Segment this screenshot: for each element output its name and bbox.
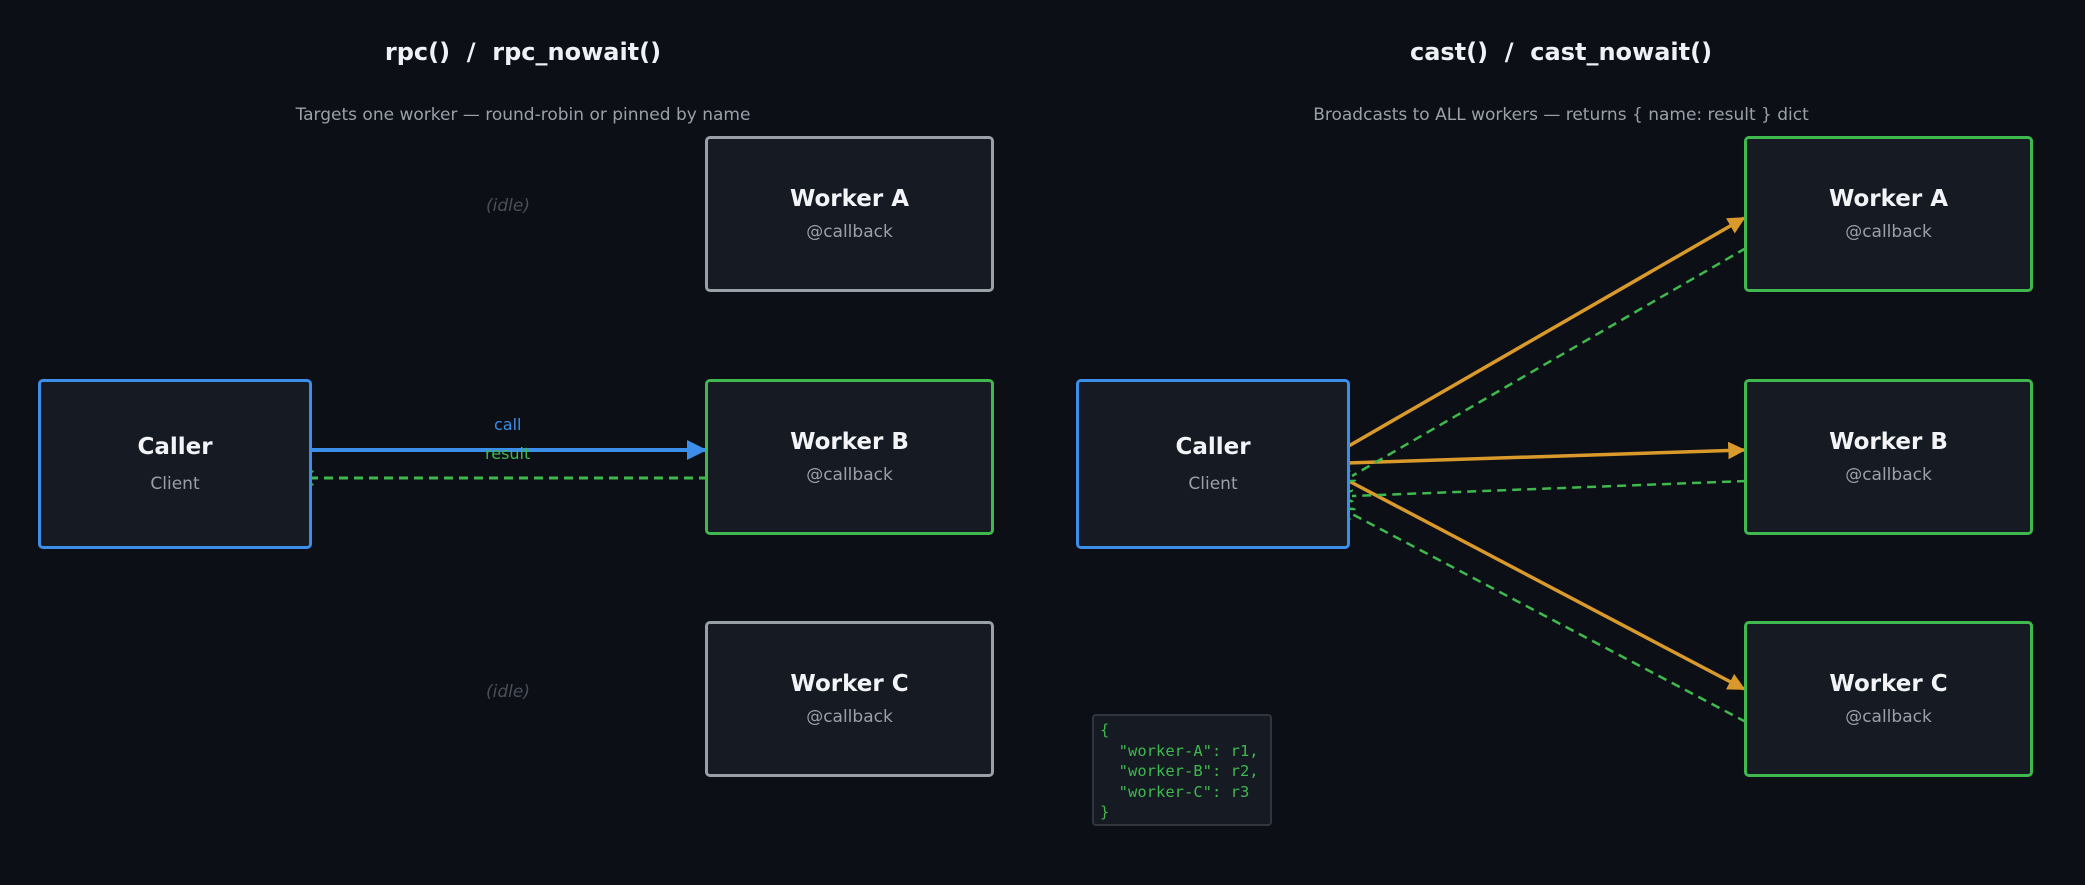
rpc-worker-b-subtitle: @callback xyxy=(806,465,893,485)
cast-worker-c-title: Worker C xyxy=(1829,671,1948,697)
cast-result-json: { "worker-A": r1, "worker-B": r2, "worke… xyxy=(1092,714,1272,826)
rpc-caller-title: Caller xyxy=(137,434,213,460)
cast-worker-a-node: Worker A @callback xyxy=(1744,136,2033,292)
cast-caller-node: Caller Client xyxy=(1076,379,1350,549)
rpc-worker-b-title: Worker B xyxy=(790,429,909,455)
cast-worker-b-title: Worker B xyxy=(1829,429,1948,455)
rpc-worker-a-subtitle: @callback xyxy=(806,222,893,242)
rpc-worker-c-node: Worker C @callback xyxy=(705,621,994,777)
rpc-result-label: result xyxy=(485,444,531,463)
cast-worker-a-title: Worker A xyxy=(1828,186,1949,212)
rpc-worker-a-title: Worker A xyxy=(789,186,910,212)
cast-result-worker-c xyxy=(1352,514,1747,724)
cast-caller-title: Caller xyxy=(1175,434,1251,460)
rpc-panel-title: rpc() / rpc_nowait() xyxy=(384,38,662,66)
cast-result-worker-a xyxy=(1352,246,1747,476)
cast-worker-b-node: Worker B @callback xyxy=(1744,379,2033,535)
cast-worker-c-subtitle: @callback xyxy=(1845,707,1932,727)
cast-panel-title: cast() / cast_nowait() xyxy=(1409,38,1713,66)
cast-caller-subtitle: Client xyxy=(1188,474,1238,494)
rpc-caller-subtitle: Client xyxy=(150,474,200,494)
cast-arrow-worker-c xyxy=(1346,478,1746,691)
rpc-worker-c-title: Worker C xyxy=(790,671,909,697)
cast-worker-a-subtitle: @callback xyxy=(1845,222,1932,242)
rpc-worker-a-idle-label: (idle) xyxy=(486,196,530,216)
cast-worker-b-subtitle: @callback xyxy=(1845,465,1932,485)
rpc-worker-c-subtitle: @callback xyxy=(806,707,893,727)
rpc-worker-a-node: Worker A @callback xyxy=(705,136,994,292)
cast-panel-subtitle: Broadcasts to ALL workers — returns { na… xyxy=(1313,105,1809,125)
rpc-panel-subtitle: Targets one worker — round-robin or pinn… xyxy=(295,105,751,125)
cast-worker-c-node: Worker C @callback xyxy=(1744,621,2033,777)
rpc-caller-node: Caller Client xyxy=(38,379,312,549)
rpc-call-label: call xyxy=(494,415,522,434)
rpc-worker-b-node: Worker B @callback xyxy=(705,379,994,535)
cast-result-worker-b xyxy=(1352,479,1747,496)
cast-arrow-worker-a xyxy=(1346,216,1746,449)
rpc-worker-c-idle-label: (idle) xyxy=(486,682,530,702)
cast-arrow-worker-b xyxy=(1346,441,1746,465)
